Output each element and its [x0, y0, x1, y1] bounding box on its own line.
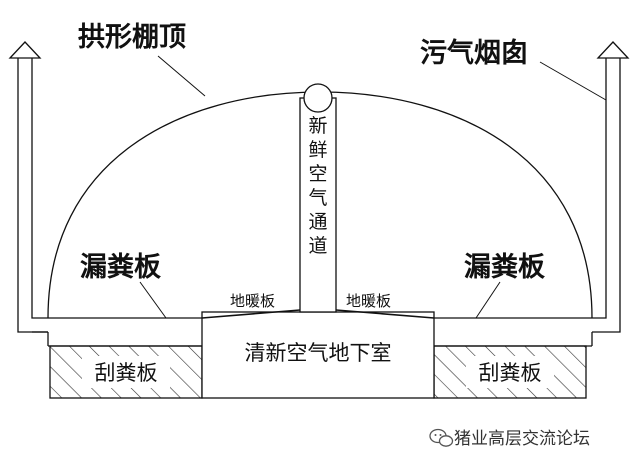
left-exhaust-chimney — [8, 41, 48, 333]
label-slatted-floor-right: 漏粪板 — [464, 252, 545, 283]
watermark: 猪业高层交流论坛 — [429, 428, 590, 449]
label-basement: 清新空气地下室 — [245, 341, 392, 365]
chimney-leader-line — [539, 61, 607, 101]
channel-inlet-cap — [303, 83, 333, 113]
label-exhaust-chimney: 污气烟囱 — [420, 38, 528, 69]
fresh-air-basement — [201, 311, 435, 399]
label-fresh-air-channel: 新鲜空气通道 — [308, 115, 327, 257]
slat-right-leader-line — [475, 281, 501, 319]
fresh-air-channel — [299, 83, 337, 313]
watermark-text: 猪业高层交流论坛 — [454, 429, 590, 449]
label-scraper-left: 刮粪板 — [95, 361, 158, 385]
label-scraper-right: 刮粪板 — [479, 361, 542, 385]
floor-heating-plate-right — [335, 309, 435, 319]
roof-leader-line — [157, 55, 206, 97]
label-slatted-floor-left: 漏粪板 — [80, 252, 161, 283]
right-exhaust-chimney — [592, 41, 630, 333]
floor-heating-plate-left — [201, 309, 301, 319]
wechat-icon — [429, 428, 454, 447]
label-floor-heating-right: 地暖板 — [346, 292, 391, 310]
label-floor-heating-left: 地暖板 — [230, 292, 275, 310]
label-arched-roof: 拱形棚顶 — [78, 22, 186, 53]
slat-left-leader-line — [139, 281, 167, 319]
